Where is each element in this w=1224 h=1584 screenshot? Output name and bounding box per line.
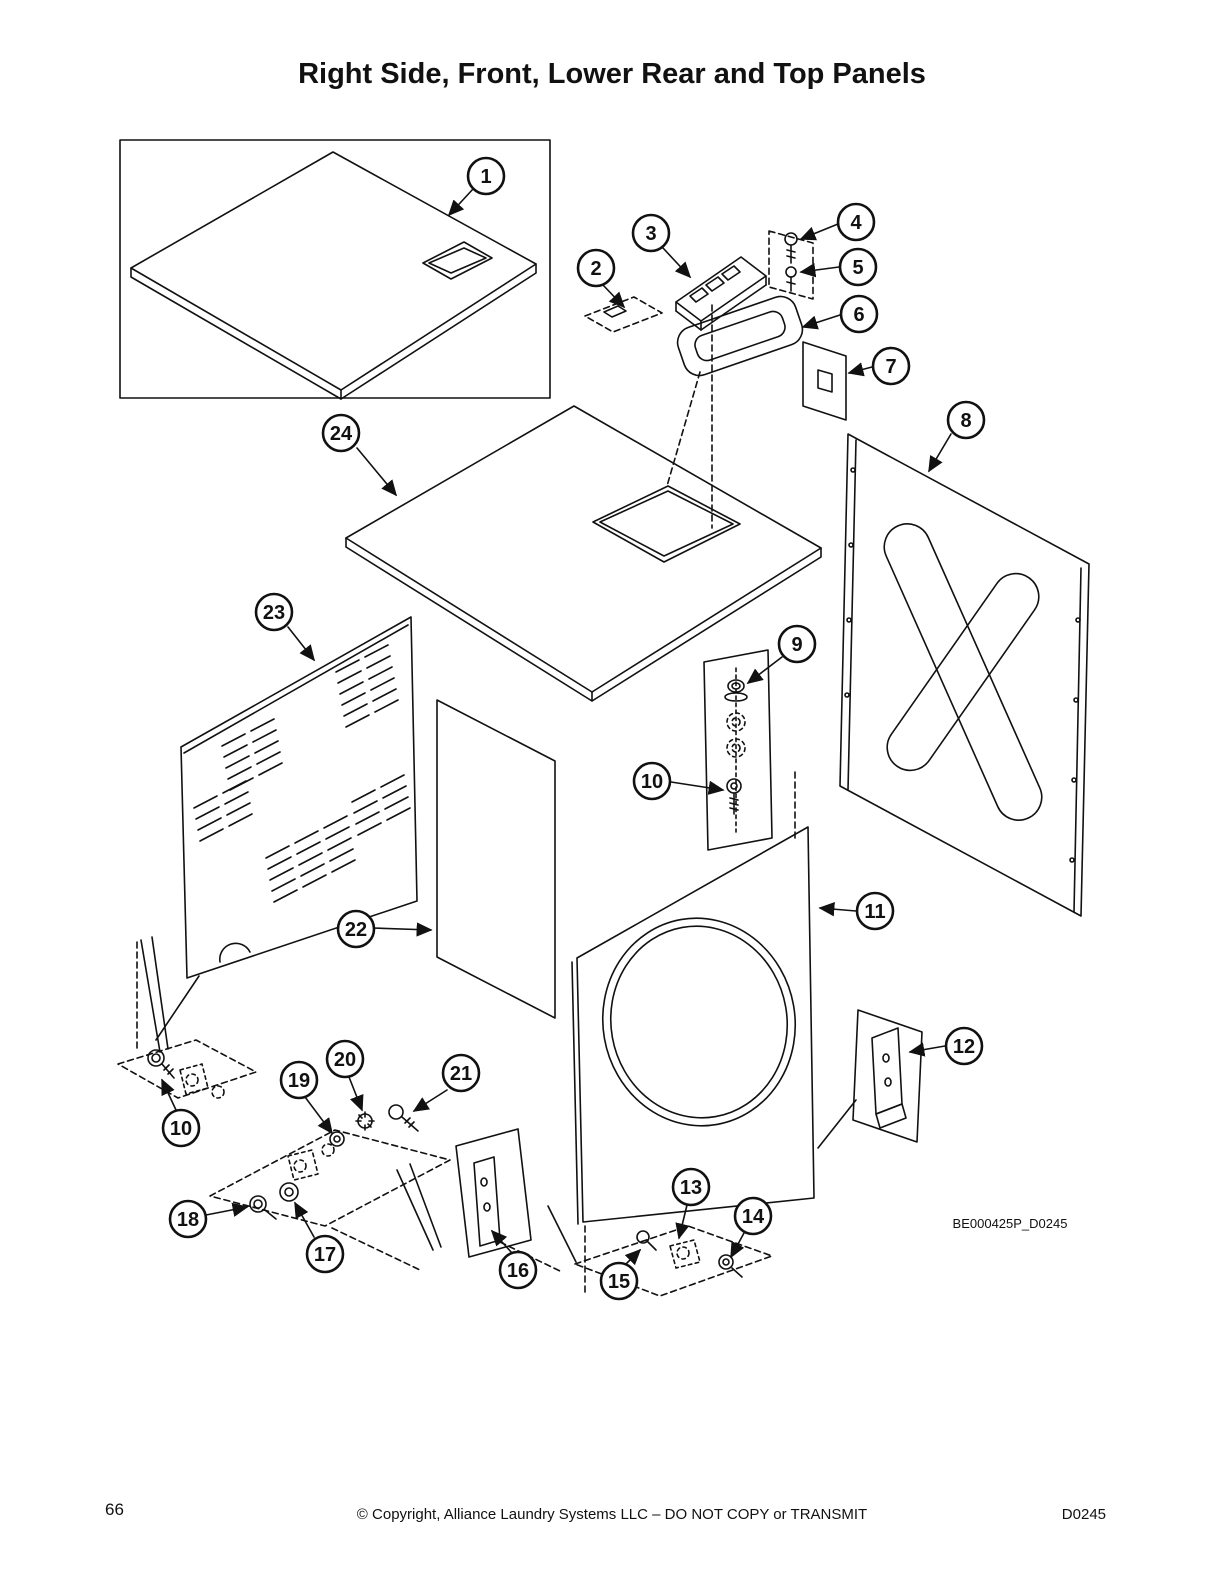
bracket-7 bbox=[802, 341, 847, 421]
construction-lines-top bbox=[666, 304, 713, 529]
inner-side-panel-22 bbox=[436, 699, 556, 1019]
callout-24: 24 bbox=[321, 413, 361, 453]
callout-14-label: 14 bbox=[742, 1206, 765, 1228]
screws-4-5 bbox=[768, 230, 814, 300]
callout-18: 18 bbox=[168, 1199, 208, 1239]
callout-4: 4 bbox=[836, 202, 876, 242]
footer-doc-code: D0245 bbox=[1061, 1506, 1106, 1523]
callout-16: 16 bbox=[498, 1250, 538, 1290]
callout-20: 20 bbox=[325, 1039, 365, 1079]
callout-15-label: 15 bbox=[608, 1271, 630, 1293]
callout-10-lower: 10 bbox=[161, 1108, 201, 1148]
callout-13-label: 13 bbox=[680, 1177, 702, 1199]
callout-14: 14 bbox=[733, 1196, 773, 1236]
hardware-group-10-lower bbox=[117, 936, 257, 1099]
fastener-strip-9-10 bbox=[703, 649, 796, 851]
gasket-6 bbox=[676, 295, 804, 377]
callout-23-label: 23 bbox=[263, 602, 285, 624]
callout-19: 19 bbox=[279, 1060, 319, 1100]
callout-21-label: 21 bbox=[450, 1063, 472, 1085]
callout-1: 1 bbox=[466, 156, 506, 196]
side-panel-23 bbox=[180, 616, 418, 979]
front-panel-11 bbox=[571, 826, 857, 1225]
callout-13: 13 bbox=[671, 1167, 711, 1207]
callout-16-label: 16 bbox=[507, 1260, 529, 1282]
callout-2-label: 2 bbox=[590, 258, 601, 280]
callout-2: 2 bbox=[576, 248, 616, 288]
callout-4-label: 4 bbox=[850, 212, 862, 234]
callout-20-label: 20 bbox=[334, 1049, 356, 1071]
terminal-block-3 bbox=[675, 256, 767, 331]
callout-10-upper: 10 bbox=[632, 761, 672, 801]
callout-5-label: 5 bbox=[852, 257, 863, 279]
footer-copyright: © Copyright, Alliance Laundry Systems LL… bbox=[356, 1506, 868, 1523]
callout-15: 15 bbox=[599, 1261, 639, 1301]
callout-10-lower-label: 10 bbox=[170, 1118, 192, 1140]
callout-1-label: 1 bbox=[480, 166, 491, 188]
callout-6-label: 6 bbox=[853, 304, 864, 326]
hinge-bracket-12 bbox=[852, 1009, 923, 1143]
callout-5: 5 bbox=[838, 247, 878, 287]
hardware-group-13-15 bbox=[547, 1205, 773, 1297]
callout-19-label: 19 bbox=[288, 1070, 310, 1092]
callout-21: 21 bbox=[441, 1053, 481, 1093]
page-title: Right Side, Front, Lower Rear and Top Pa… bbox=[298, 58, 926, 90]
callout-17-label: 17 bbox=[314, 1244, 336, 1266]
callout-9: 9 bbox=[777, 624, 817, 664]
callout-12: 12 bbox=[944, 1026, 984, 1066]
top-panel-inset bbox=[119, 139, 551, 400]
hardware-group-17-21 bbox=[209, 1104, 451, 1271]
callouts: 1 2 3 4 5 6 7 8 9 10 11 12 13 14 15 16 1… bbox=[161, 156, 986, 1301]
callout-6: 6 bbox=[839, 294, 879, 334]
callout-11: 11 bbox=[855, 891, 895, 931]
callout-10-upper-label: 10 bbox=[641, 771, 663, 793]
callout-3: 3 bbox=[631, 213, 671, 253]
rear-panel-8 bbox=[839, 433, 1090, 917]
callout-18-label: 18 bbox=[177, 1209, 199, 1231]
top-panel-24 bbox=[345, 405, 822, 702]
diagram-reference-label: BE000425P_D0245 bbox=[953, 1216, 1068, 1231]
callout-7-label: 7 bbox=[885, 356, 896, 378]
callout-7: 7 bbox=[871, 346, 911, 386]
callout-11-label: 11 bbox=[864, 901, 885, 923]
plate-2 bbox=[584, 296, 663, 333]
callout-22: 22 bbox=[336, 909, 376, 949]
callout-17: 17 bbox=[305, 1234, 345, 1274]
callout-8: 8 bbox=[946, 400, 986, 440]
callout-23: 23 bbox=[254, 592, 294, 632]
callout-3-label: 3 bbox=[645, 223, 656, 245]
callout-22-label: 22 bbox=[345, 919, 367, 941]
callout-8-label: 8 bbox=[960, 410, 971, 432]
door-opening bbox=[601, 917, 797, 1127]
footer-page-number: 66 bbox=[105, 1500, 124, 1519]
leader-arrows bbox=[161, 188, 952, 1266]
callout-12-label: 12 bbox=[953, 1036, 975, 1058]
callout-9-label: 9 bbox=[791, 634, 802, 656]
callout-24-label: 24 bbox=[330, 423, 353, 445]
